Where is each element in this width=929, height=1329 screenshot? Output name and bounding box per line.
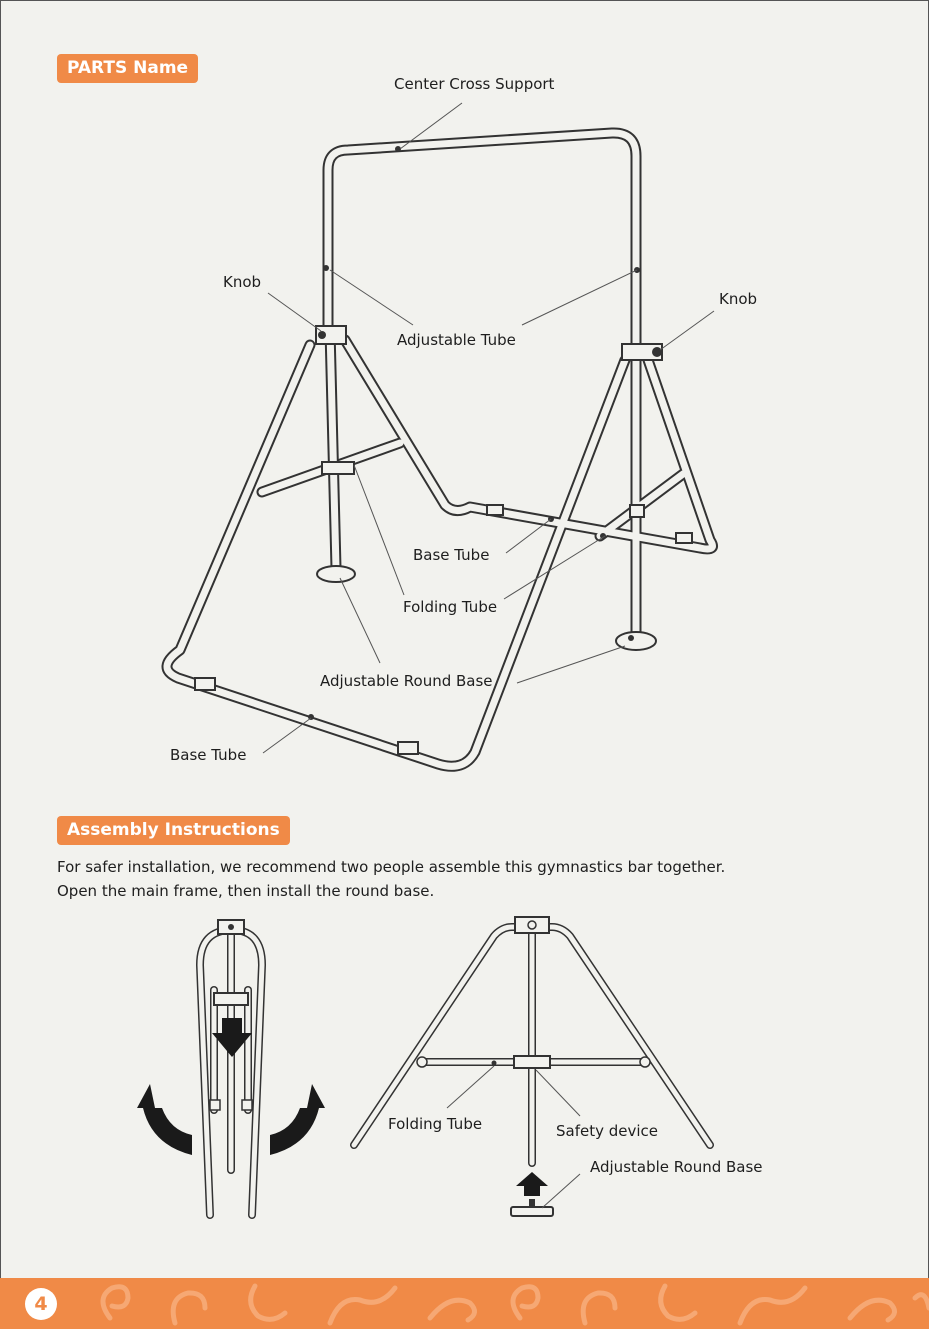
assembly-instructions-heading: Assembly Instructions xyxy=(57,816,290,845)
footer-band xyxy=(0,1278,929,1329)
label-adjustable-tube: Adjustable Tube xyxy=(397,331,516,349)
swirl-pattern xyxy=(100,1283,929,1326)
page-number: 4 xyxy=(25,1288,57,1320)
label-base-tube-front: Base Tube xyxy=(170,746,247,764)
label-base-tube-inner: Base Tube xyxy=(413,546,490,564)
label-knob-right: Knob xyxy=(719,290,758,308)
parts-name-heading: PARTS Name xyxy=(57,54,199,83)
label-knob-left: Knob xyxy=(223,273,262,291)
label-folding-tube: Folding Tube xyxy=(403,598,498,616)
label-assembly-adjustable-round-base: Adjustable Round Base xyxy=(590,1158,763,1176)
label-center-cross-support: Center Cross Support xyxy=(394,75,555,93)
assembly-text-line-1: For safer installation, we recommend two… xyxy=(57,858,726,876)
label-adjustable-round-base: Adjustable Round Base xyxy=(320,672,493,690)
gymnastics-bar-diagram xyxy=(161,102,718,772)
assembly-text-line-2: Open the main frame, then install the ro… xyxy=(57,882,435,900)
label-safety-device: Safety device xyxy=(556,1122,659,1140)
label-assembly-folding-tube: Folding Tube xyxy=(388,1115,483,1133)
